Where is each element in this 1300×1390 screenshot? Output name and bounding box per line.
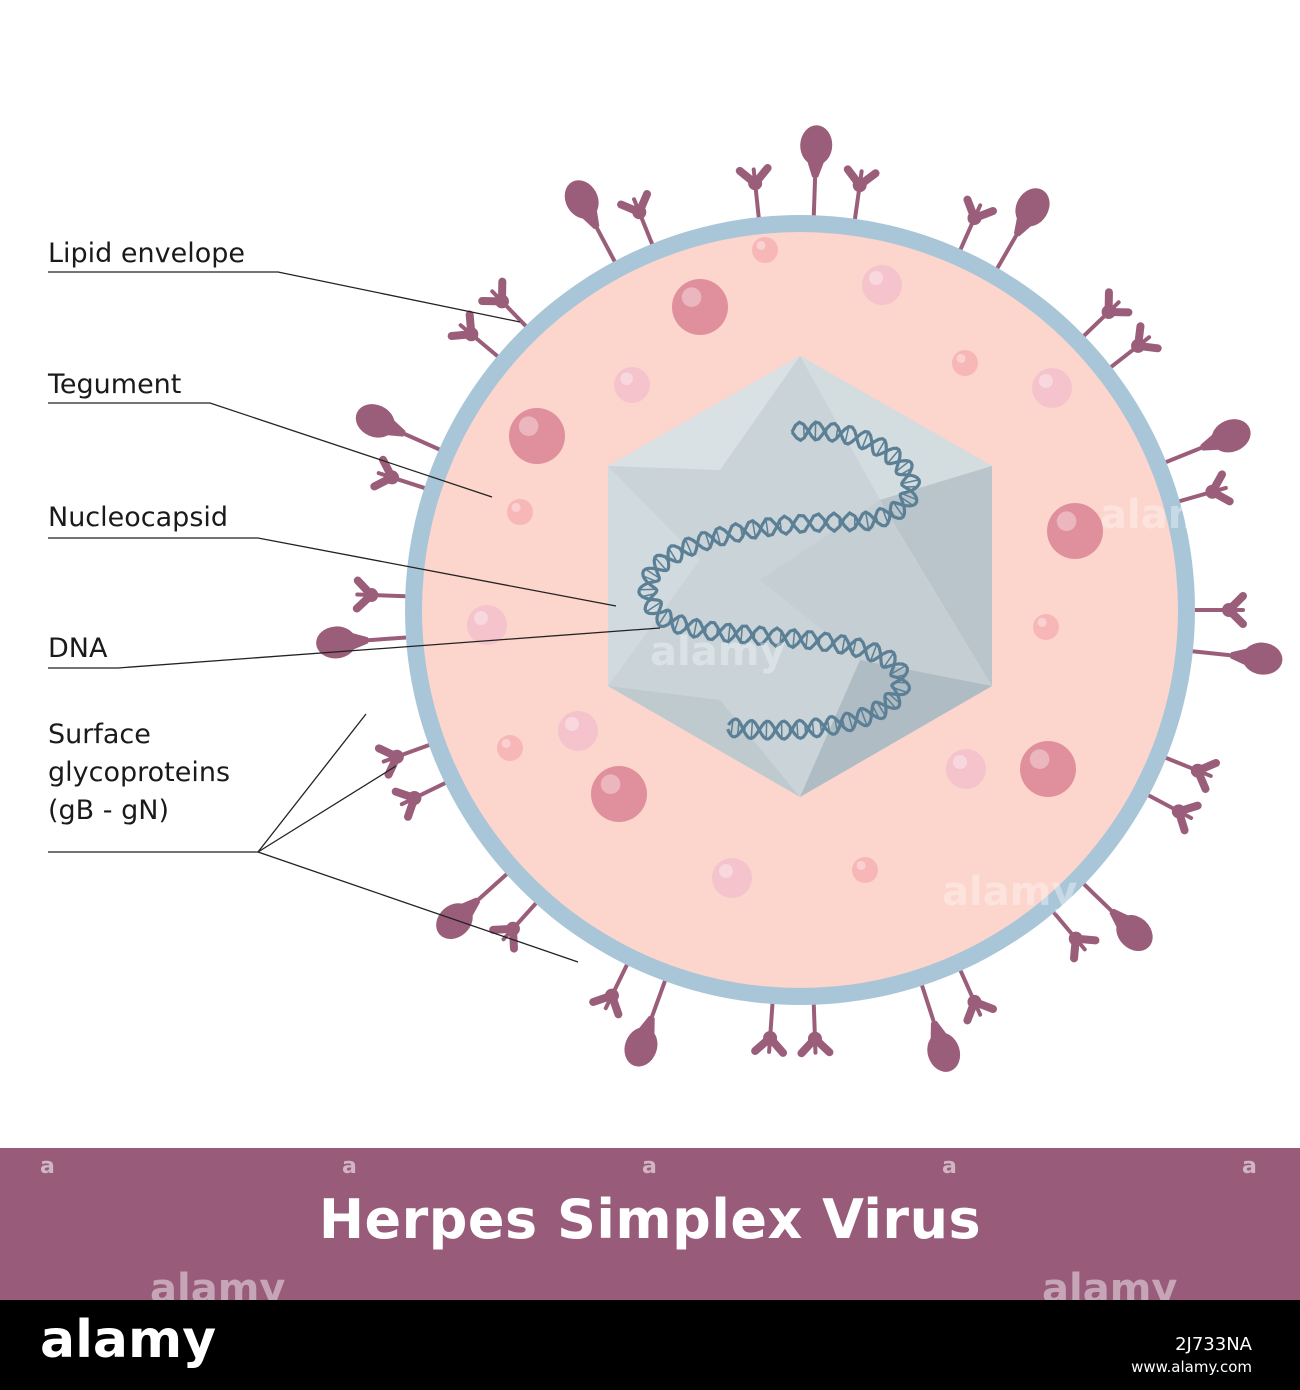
tegument-vesicle (558, 711, 598, 751)
glycoprotein-spike (988, 188, 1050, 283)
vesicle-highlight (956, 353, 966, 364)
vesicle-highlight (620, 372, 633, 386)
glycoprotein-spike (355, 404, 455, 458)
watermark-letter-4: a (942, 1154, 957, 1179)
vesicle-highlight (719, 864, 733, 878)
label-lipid-envelope: Lipid envelope (48, 238, 245, 269)
dna-backbone-2 (637, 420, 922, 741)
vesicle-highlight (1029, 749, 1050, 769)
tegument-vesicle (1047, 503, 1103, 559)
vesicle-highlight (869, 271, 883, 285)
label-tegument: Tegument (48, 369, 182, 400)
tegument-vesicle (1033, 614, 1059, 640)
vesicle-highlight (511, 502, 521, 512)
dna-strand (637, 420, 922, 741)
tegument-vesicle (862, 265, 902, 305)
glycoprotein-spike (1175, 642, 1283, 675)
glycoprotein-spike (797, 987, 834, 1058)
glycoprotein-spike (316, 626, 423, 659)
glycoprotein-spike (800, 125, 833, 233)
virus-diagram: alamy alamy alamy (48, 125, 1283, 1072)
vesicle-highlight (518, 416, 539, 437)
vesicle-highlight (1039, 374, 1053, 388)
tegument-vesicle (1020, 741, 1076, 797)
tegument-vesicle (852, 857, 878, 883)
tegument-vesicle (712, 858, 752, 898)
label-dna: DNA (48, 633, 108, 664)
footer-image-id: 2J733NA (1175, 1334, 1252, 1355)
vesicle-highlight (953, 755, 967, 769)
vesicle-highlight (501, 738, 511, 748)
watermark-letter-5: a (1242, 1154, 1257, 1179)
glycoprotein-spike (617, 190, 660, 260)
glycoprotein-spike (1150, 419, 1251, 470)
vesicle-highlight (474, 611, 488, 625)
watermark-letter-3: a (642, 1154, 657, 1179)
label-surface-glycoproteins: Surface glycoproteins (gB - gN) (48, 716, 230, 830)
tegument-vesicle (614, 367, 650, 403)
glycoprotein-spike (436, 862, 520, 940)
footer-logo: alamy (40, 1310, 217, 1370)
watermark-letter-1: a (40, 1154, 55, 1179)
surface-glycoproteins (316, 125, 1283, 1072)
tegument-vesicle (507, 499, 533, 525)
glycoprotein-spike (751, 987, 788, 1057)
tegument-vesicle (952, 350, 978, 376)
label-surface-line2: glycoproteins (48, 757, 231, 788)
label-surface-line1: Surface (48, 719, 151, 750)
watermark-body-3: alamy (942, 869, 1077, 915)
tegument-vesicle (591, 766, 647, 822)
glycoprotein-spike (735, 163, 772, 235)
vesicle-highlight (600, 774, 621, 794)
vesicle-highlight (1056, 511, 1077, 531)
page-title: Herpes Simplex Virus (318, 1188, 982, 1251)
glycoprotein-spike (915, 969, 961, 1072)
tegument-vesicle (509, 408, 565, 464)
tegument-vesicle (752, 237, 778, 263)
vesicle-highlight (856, 860, 866, 870)
watermark-letter-2: a (342, 1154, 357, 1179)
footer-url: www.alamy.com (1131, 1358, 1252, 1376)
vesicle-highlight (681, 287, 702, 308)
title-banner: a a a a a Herpes Simplex Virus alamy ala… (0, 1148, 1300, 1312)
glycoprotein-spike (624, 965, 673, 1067)
label-nucleocapsid: Nucleocapsid (48, 502, 229, 533)
tegument-vesicle (497, 735, 523, 761)
glycoprotein-spike (447, 310, 511, 368)
vesicle-highlight (1037, 617, 1047, 627)
tegument-vesicle (1032, 368, 1072, 408)
watermark-body-1: alamy (1100, 492, 1235, 538)
vesicle-highlight (565, 717, 579, 731)
glycoprotein-spike (1071, 871, 1153, 952)
tegument-vesicle (467, 605, 507, 645)
tegument-vesicles (467, 237, 1103, 898)
leader-lines (48, 271, 661, 963)
label-surface-line3: (gB - gN) (48, 795, 169, 826)
tegument-vesicle (672, 279, 728, 335)
vesicle-highlight (756, 240, 766, 250)
footer-bar: alamy 2J733NA www.alamy.com (0, 1300, 1300, 1390)
glycoprotein-spike (564, 180, 624, 277)
watermark-body-2: alamy (650, 629, 785, 675)
tegument-vesicle (946, 749, 986, 789)
